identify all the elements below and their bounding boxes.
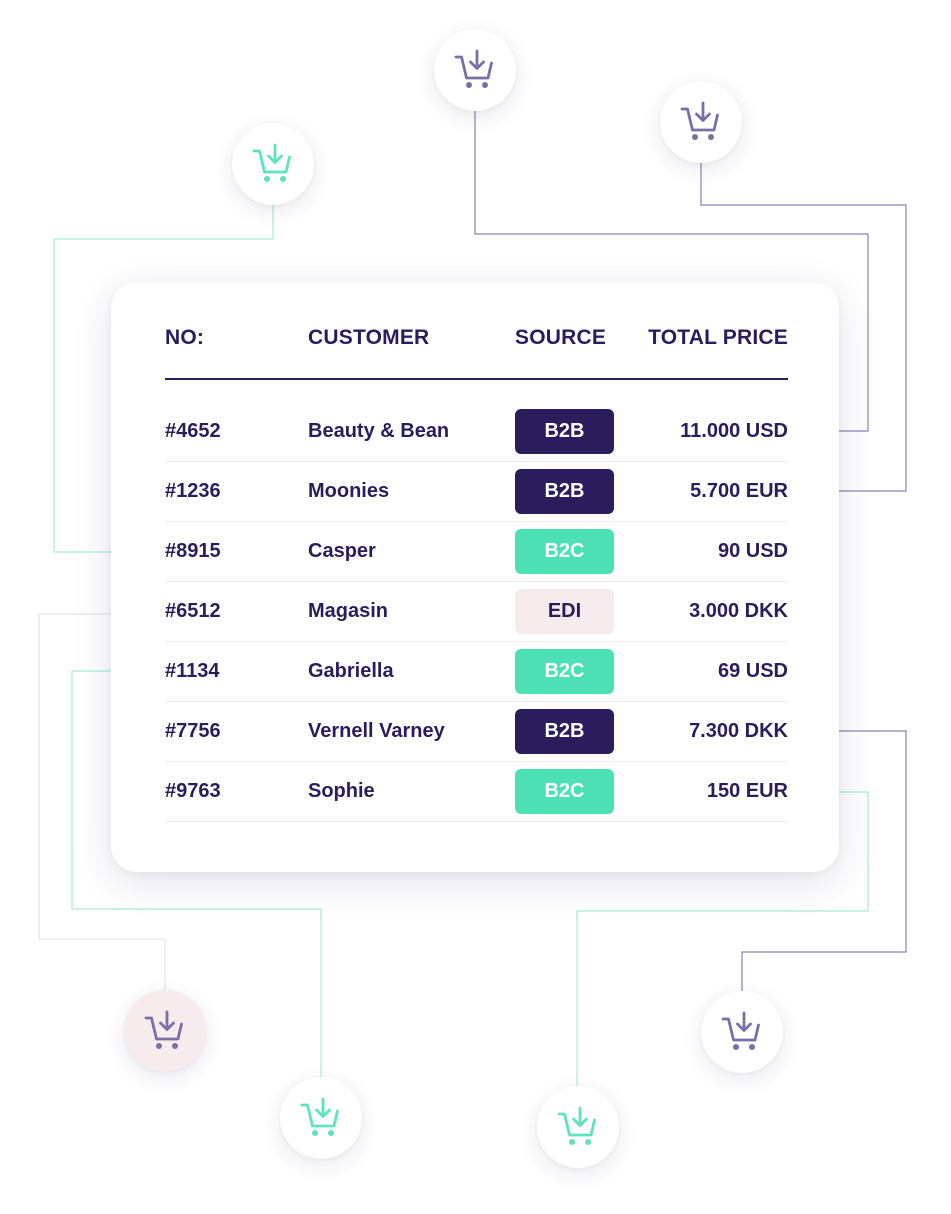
order-number: #8915 — [165, 540, 221, 562]
customer-name: Sophie — [308, 780, 375, 802]
customer-name: Magasin — [308, 600, 389, 622]
table-header: NO: CUSTOMER SOURCE TOTAL PRICE — [165, 312, 788, 380]
cart-download-icon — [300, 1097, 339, 1136]
cart-download-icon — [680, 101, 719, 140]
customer-name: Beauty & Bean — [308, 420, 450, 442]
cart-node-bottom-center-right — [537, 1086, 619, 1168]
header-total-price: TOTAL PRICE — [648, 326, 788, 349]
table-row: #6512 Magasin EDI 3.000 DKK — [165, 582, 788, 642]
table-row: #8915 Casper B2C 90 USD — [165, 522, 788, 582]
cart-node-bottom-left — [124, 990, 206, 1072]
customer-name: Moonies — [308, 480, 390, 502]
cart-node-bottom-center-left — [280, 1077, 362, 1159]
connector-line — [53, 204, 274, 553]
cart-download-icon — [144, 1010, 183, 1049]
connector-line — [576, 791, 869, 1086]
connector-line — [38, 613, 166, 994]
header-customer: CUSTOMER — [308, 326, 430, 349]
connector-line — [741, 730, 907, 992]
total-price: 90 USD — [717, 540, 788, 562]
customer-name: Gabriella — [308, 660, 394, 682]
header-no: NO: — [165, 326, 205, 349]
source-badge: B2C — [515, 769, 614, 814]
orders-table-card: NO: CUSTOMER SOURCE TOTAL PRICE #4652 Be… — [111, 282, 839, 872]
source-badge: B2B — [515, 469, 614, 514]
total-price: 7.300 DKK — [689, 720, 788, 742]
source-badge: B2B — [515, 409, 614, 454]
cart-download-icon — [721, 1011, 760, 1050]
table-row: #4652 Beauty & Bean B2B 11.000 USD — [165, 402, 788, 462]
table-row: #1236 Moonies B2B 5.700 EUR — [165, 462, 788, 522]
connector-line — [71, 670, 322, 1078]
header-source: SOURCE — [515, 326, 607, 349]
connector-line — [700, 162, 907, 492]
table-row: #7756 Vernell Varney B2B 7.300 DKK — [165, 702, 788, 762]
source-badge: B2C — [515, 649, 614, 694]
order-number: #7756 — [165, 720, 221, 742]
total-price: 5.700 EUR — [690, 480, 788, 502]
source-badge: B2C — [515, 529, 614, 574]
total-price: 3.000 DKK — [689, 600, 788, 622]
total-price: 150 EUR — [706, 780, 788, 802]
source-badge: EDI — [515, 589, 614, 634]
total-price: 69 USD — [717, 660, 788, 682]
total-price: 11.000 USD — [680, 420, 788, 442]
cart-node-top-center — [434, 29, 516, 111]
table-row: #1134 Gabriella B2C 69 USD — [165, 642, 788, 702]
source-badge: B2B — [515, 709, 614, 754]
table-row: #9763 Sophie B2C 150 EUR — [165, 762, 788, 822]
order-number: #6512 — [165, 600, 221, 622]
cart-download-icon — [557, 1106, 596, 1145]
order-number: #9763 — [165, 780, 221, 802]
connector-line — [474, 110, 869, 432]
customer-name: Vernell Varney — [308, 720, 445, 742]
cart-node-top-left — [232, 123, 314, 205]
cart-node-bottom-right — [701, 991, 783, 1073]
order-number: #1236 — [165, 480, 221, 502]
order-number: #1134 — [165, 660, 220, 682]
order-number: #4652 — [165, 420, 221, 442]
table-body: #4652 Beauty & Bean B2B 11.000 USD #1236… — [165, 402, 788, 822]
cart-download-icon — [252, 143, 291, 182]
cart-node-top-right — [660, 81, 742, 163]
customer-name: Casper — [308, 540, 376, 562]
cart-download-icon — [454, 49, 493, 88]
